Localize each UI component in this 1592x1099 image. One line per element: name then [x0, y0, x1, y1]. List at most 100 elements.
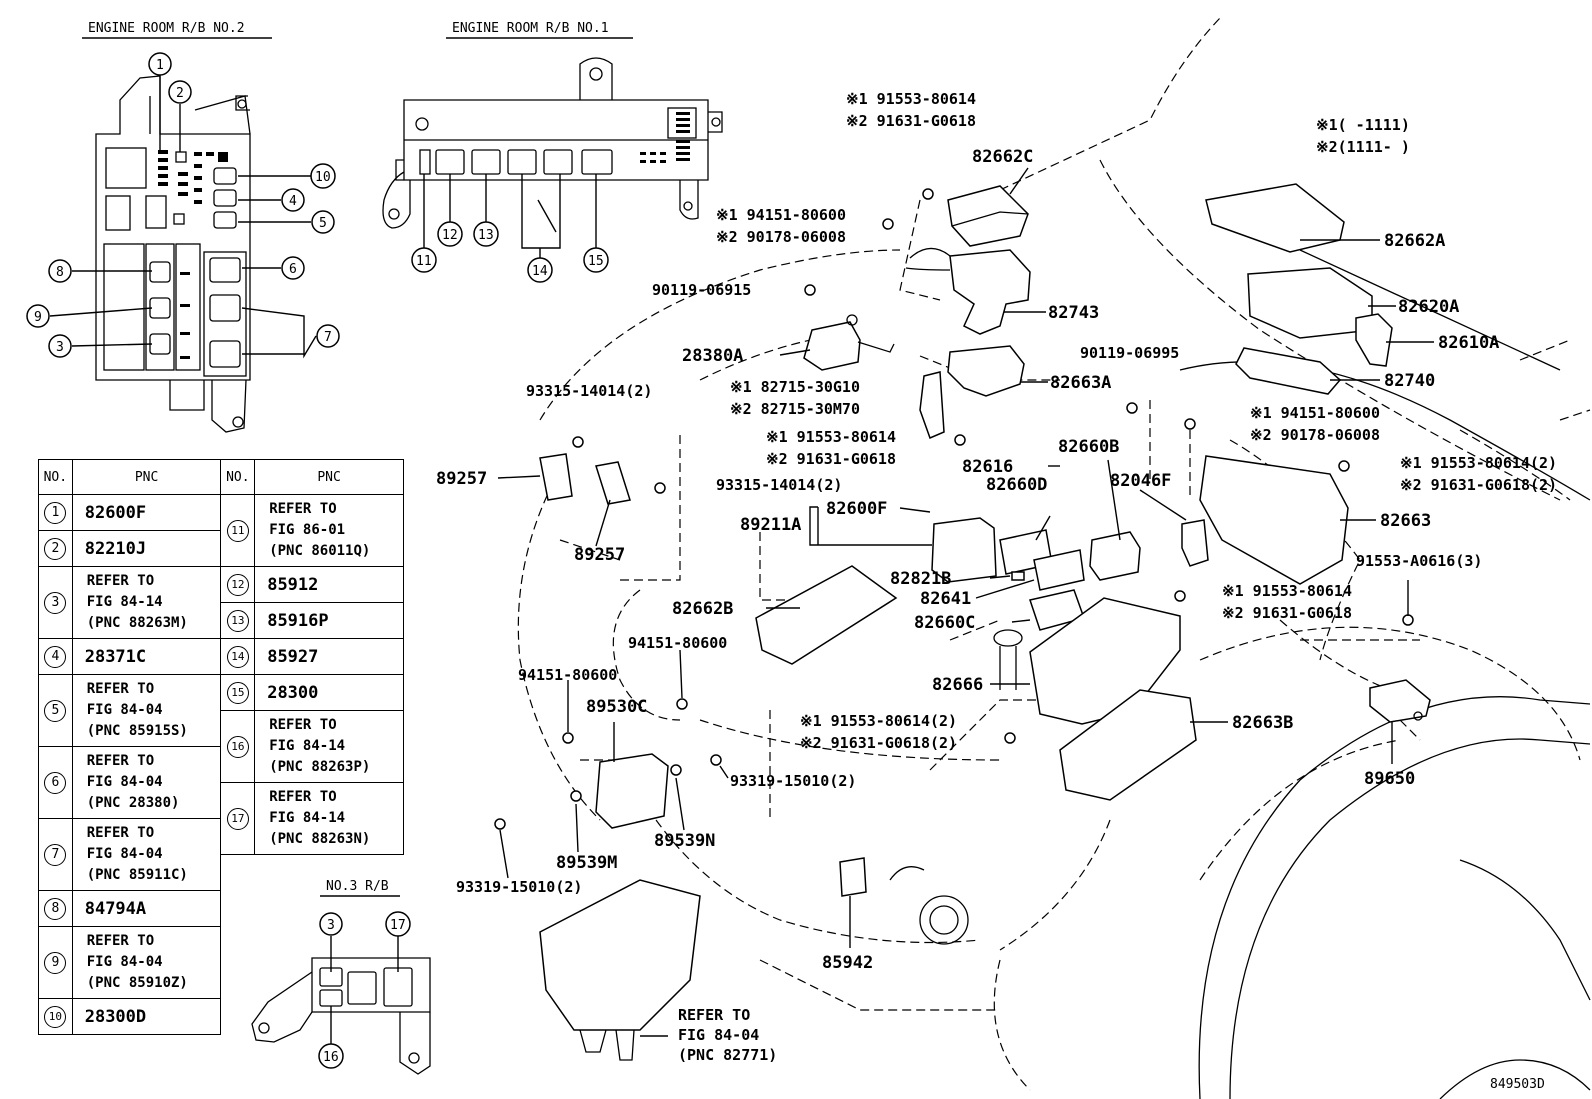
label-28380A: 28380A [682, 346, 743, 366]
hw-label-6: 90119-06995 [1080, 344, 1179, 362]
pnc-ref-line: (PNC 85915S) [86, 723, 188, 739]
hardware-labels: ※1 91553-80614 ※2 91631-G0618 ※1 94151-8… [456, 90, 1557, 896]
callout-rb2-10: 10 [315, 170, 331, 185]
hw-label-11: ※2 91631-G0618 [766, 450, 896, 468]
hw-label-23: ※2 91631-G0618(2) [800, 734, 957, 752]
pnc-row-number: 1 [38, 494, 73, 531]
pnc-ref-line: REFER TO [269, 789, 337, 805]
label-82600F: 82600F [826, 499, 887, 519]
pnc-row-number: 16 [220, 710, 256, 783]
pnc-row-number: 17 [220, 782, 256, 855]
row-number-circle: 12 [226, 574, 249, 596]
hw-label-18: ※1 91553-80614 [1222, 582, 1352, 600]
hw-label-19: ※2 91631-G0618 [1222, 604, 1352, 622]
pnc-ref-line: REFER TO [86, 933, 155, 949]
hw-label-20: 94151-80600 [628, 634, 727, 652]
label-89539M: 89539M [556, 853, 617, 873]
pnc-row-number: 10 [38, 998, 73, 1035]
table-header-row: NO. PNC NO. PNC [38, 459, 404, 495]
label-82662B: 82662B [672, 599, 733, 619]
hw-label-17: 91553-A0616(3) [1356, 552, 1482, 570]
rb1-leaders [423, 174, 597, 258]
pnc-value: 28300D [71, 998, 222, 1035]
pnc-row-number: 13 [220, 602, 256, 639]
hw-label-7: ※1 82715-30G10 [730, 378, 860, 396]
hw-label-24: 93319-15010(2) [730, 772, 856, 790]
pnc-ref-line: FIG 84-14 [86, 594, 163, 610]
hw-label-13: ※1 94151-80600 [1250, 404, 1380, 422]
label-82046F: 82046F [1110, 471, 1171, 491]
label-82740: 82740 [1384, 371, 1435, 391]
hw-label-5: 90119-06915 [652, 281, 751, 299]
callout-rb2-3: 3 [56, 340, 64, 355]
callout-rb1-14: 14 [532, 264, 548, 279]
header-no-2: NO. [220, 459, 256, 495]
pnc-ref-line: (PNC 86011Q) [269, 543, 371, 559]
part-leaders [497, 167, 1434, 1037]
callout-rb1-15: 15 [588, 254, 604, 269]
callout-rb2-2: 2 [176, 86, 184, 101]
row-number-circle: 14 [226, 646, 249, 668]
callout-rb2-9: 9 [34, 310, 42, 325]
note-2: ※2(1111- ) [1316, 138, 1410, 156]
callout-rb3-16: 16 [323, 1050, 339, 1065]
pnc-row-number: 15 [220, 674, 256, 711]
pnc-value: 85912 [254, 566, 404, 603]
pnc-ref-line: FIG 84-04 [86, 774, 163, 790]
callout-rb2-4: 4 [289, 194, 297, 209]
pnc-value: 28300 [254, 674, 404, 711]
pnc-ref-line: (PNC 85910Z) [86, 975, 188, 991]
vehicle-body-outline [517, 17, 1591, 1091]
rb2-callouts: 1 2 10 4 5 6 7 8 9 3 [26, 52, 340, 358]
row-number-circle: 8 [44, 898, 67, 920]
row-number-circle: 1 [44, 502, 67, 524]
table-row: 17 REFER TO FIG 84-14 (PNC 88263N) [39, 782, 404, 855]
pnc-ref-line: REFER TO [86, 573, 155, 589]
pnc-row-number: 7 [38, 818, 73, 891]
hw-label-8: ※2 82715-30M70 [730, 400, 860, 418]
wheel-arch-outline [1179, 249, 1591, 1099]
relay-block-no1-drawing [382, 57, 723, 229]
row-number-circle: 3 [44, 592, 67, 614]
pnc-value: 82210J [71, 530, 222, 567]
label-89539N: 89539N [654, 831, 715, 851]
row-number-circle: 17 [226, 808, 249, 830]
part-drawings [494, 183, 1431, 1061]
pnc-row-number: 9 [38, 926, 73, 999]
table-empty-area [220, 854, 404, 1035]
pnc-row-number: 6 [38, 746, 73, 819]
pnc-ref-line: FIG 84-14 [269, 810, 346, 826]
callout-rb1-11: 11 [416, 254, 432, 269]
label-82663: 82663 [1380, 511, 1431, 531]
hw-label-22: ※1 91553-80614(2) [800, 712, 957, 730]
pnc-ref-line: (PNC 88263N) [269, 831, 371, 847]
hw-label-16: ※2 91631-G0618(2) [1400, 476, 1557, 494]
row-number-circle: 10 [44, 1006, 67, 1028]
row-number-circle: 5 [44, 700, 67, 722]
label-82821B: 82821B [890, 569, 951, 589]
callout-rb1-13: 13 [478, 228, 494, 243]
hw-label-9: 93315-14014(2) [526, 382, 652, 400]
label-85942: 85942 [822, 953, 873, 973]
title-engine-room-rb1: ENGINE ROOM R/B NO.1 [452, 21, 609, 36]
callout-rb2-6: 6 [289, 262, 297, 277]
pnc-ref-line: REFER TO [269, 501, 337, 517]
title-engine-room-rb2: ENGINE ROOM R/B NO.2 [88, 21, 245, 36]
hw-label-10: ※1 91553-80614 [766, 428, 896, 446]
hw-label-4: ※2 90178-06008 [716, 228, 846, 246]
pnc-ref-line: FIG 84-04 [86, 702, 163, 718]
part-labels: 82662C 82662A 82620A 82610A 82740 82743 … [436, 147, 1499, 973]
label-89257-upper: 89257 [436, 469, 487, 489]
pnc-row-number: 14 [220, 638, 256, 675]
